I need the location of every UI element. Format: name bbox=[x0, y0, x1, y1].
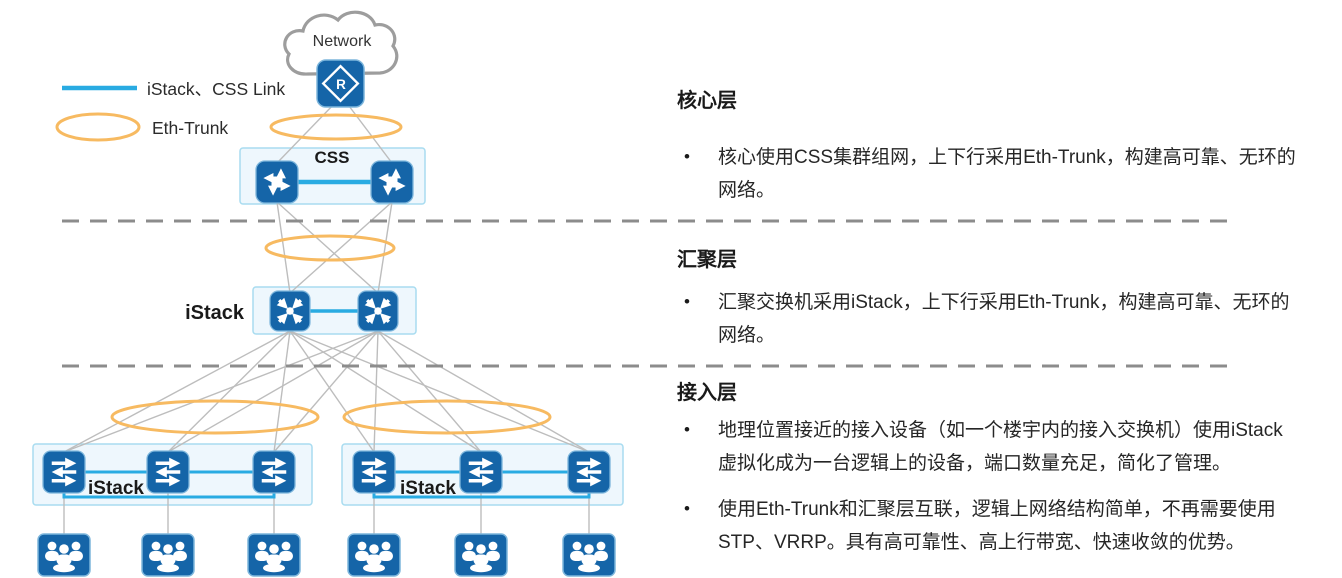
access-layer-bullet-2: • 使用Eth-Trunk和汇聚层互联，逻辑上网络结构简单，不再需要使用STP、… bbox=[677, 493, 1299, 559]
user-group-icon-3 bbox=[247, 533, 301, 577]
bullet-marker: • bbox=[684, 147, 690, 166]
access-switch-icon-6 bbox=[568, 451, 610, 493]
access-layer-bullet-2-text: 使用Eth-Trunk和汇聚层互联，逻辑上网络结构简单，不再需要使用STP、VR… bbox=[718, 499, 1276, 553]
access-switch-icon-5 bbox=[460, 451, 502, 493]
access-switch-icon-1 bbox=[43, 451, 85, 493]
core-layer-bullet-text: 核心使用CSS集群组网，上下行采用Eth-Trunk，构建高可靠、无环的网络。 bbox=[718, 147, 1296, 201]
eth-trunk-ellipse-core bbox=[269, 113, 403, 141]
user-group-icon-4 bbox=[347, 533, 401, 577]
bullet-marker: • bbox=[684, 292, 690, 311]
network-cloud bbox=[283, 10, 399, 76]
access-layer-bullet-1: • 地理位置接近的接入设备（如一个楼宇内的接入交换机）使用iStack虚拟化成为… bbox=[677, 414, 1299, 480]
core-layer-heading: 核心层 bbox=[677, 90, 737, 112]
router-icon: R bbox=[315, 58, 366, 109]
legend: iStack、CSS Link Eth-Trunk bbox=[55, 79, 285, 142]
access-switch-icon-4 bbox=[353, 451, 395, 493]
device-boxes bbox=[32, 147, 624, 506]
core-switch-icon-1 bbox=[256, 161, 298, 203]
istack-agg-label: iStack bbox=[185, 302, 245, 324]
eth-trunk-ellipse-agg bbox=[264, 234, 396, 262]
agg-switch-icon-1 bbox=[270, 291, 310, 331]
legend-link-label: iStack、CSS Link bbox=[147, 79, 285, 99]
istack-access-right-label: iStack bbox=[400, 478, 456, 499]
legend-eth-trunk-sample bbox=[55, 112, 141, 142]
router-letter: R bbox=[336, 77, 346, 92]
bullet-marker: • bbox=[684, 499, 690, 518]
core-switch-icon-2 bbox=[371, 161, 413, 203]
css-box-label: CSS bbox=[315, 148, 350, 167]
network-cloud-label: Network bbox=[313, 33, 373, 50]
user-group-icon-5 bbox=[454, 533, 508, 577]
access-switch-icon-2 bbox=[147, 451, 189, 493]
bullet-marker: • bbox=[684, 420, 690, 439]
agg-layer-bullet-text: 汇聚交换机采用iStack，上下行采用Eth-Trunk，构建高可靠、无环的网络… bbox=[718, 292, 1290, 346]
agg-layer-bullet: • 汇聚交换机采用iStack，上下行采用Eth-Trunk，构建高可靠、无环的… bbox=[677, 286, 1299, 352]
agg-layer-heading: 汇聚层 bbox=[677, 249, 737, 271]
legend-eth-trunk-label: Eth-Trunk bbox=[152, 118, 228, 138]
access-layer-bullet-1-text: 地理位置接近的接入设备（如一个楼宇内的接入交换机）使用iStack虚拟化成为一台… bbox=[718, 420, 1283, 474]
user-group-icon-6 bbox=[562, 533, 616, 577]
eth-trunk-ellipse-access-left bbox=[110, 399, 320, 435]
user-groups bbox=[37, 533, 616, 577]
user-group-icon-2 bbox=[141, 533, 195, 577]
user-group-icon-1 bbox=[37, 533, 91, 577]
core-layer-bullet: • 核心使用CSS集群组网，上下行采用Eth-Trunk，构建高可靠、无环的网络… bbox=[677, 141, 1299, 207]
eth-trunk-ellipse-access-right bbox=[342, 399, 552, 435]
eth-trunk-ellipses bbox=[110, 113, 552, 435]
agg-switch-icon-2 bbox=[358, 291, 398, 331]
istack-access-left-label: iStack bbox=[88, 478, 144, 499]
access-layer-heading: 接入层 bbox=[677, 382, 737, 404]
access-switch-icon-3 bbox=[253, 451, 295, 493]
